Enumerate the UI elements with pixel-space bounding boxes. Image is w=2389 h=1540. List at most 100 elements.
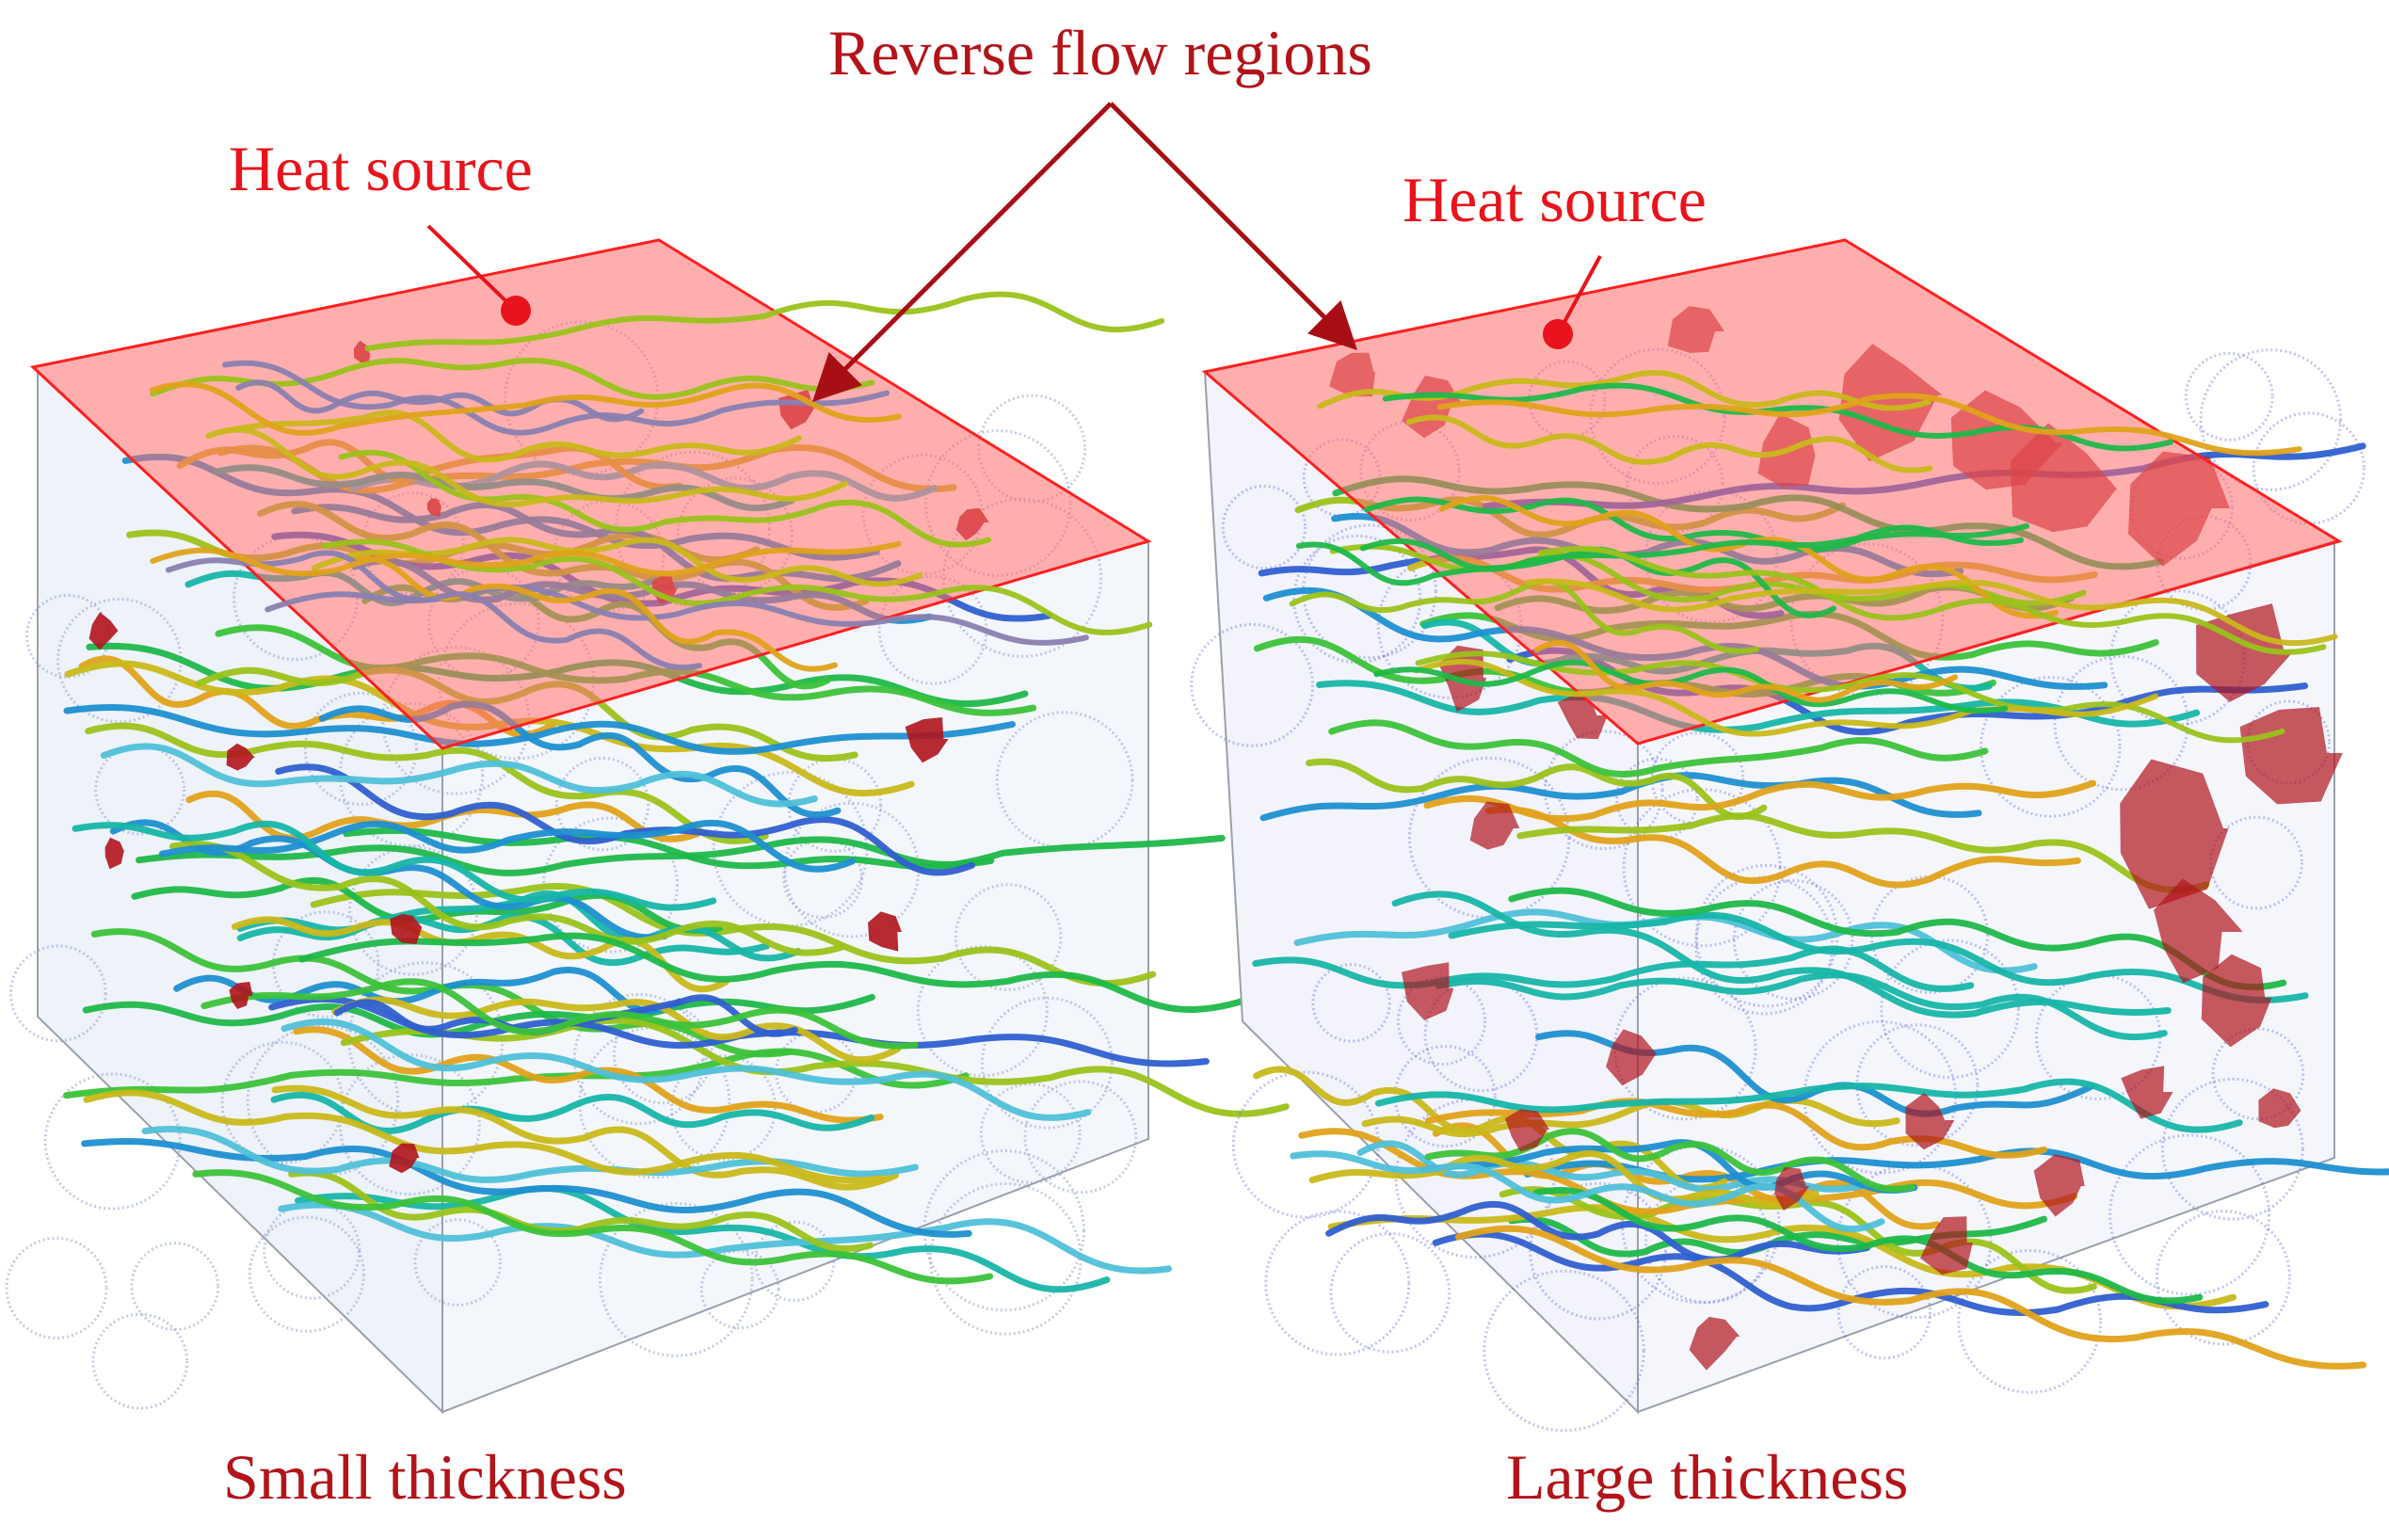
lattice-ring: [979, 1083, 1082, 1184]
streamline: [1405, 414, 1933, 473]
streamline: [192, 1169, 994, 1285]
lattice-ring: [413, 1218, 503, 1307]
heat-source-arrow-left: [426, 224, 531, 326]
streamline: [81, 1138, 972, 1238]
streamline: [1259, 772, 1982, 822]
streamline: [293, 1026, 884, 1124]
lattice-ring: [1644, 1178, 1771, 1305]
right-top-streamlines: [1289, 370, 2338, 744]
streamline: [1423, 779, 2096, 823]
lattice-ring: [2199, 348, 2343, 491]
streamline: [1374, 1078, 2243, 1133]
reverse-flow-region: [1689, 1316, 1740, 1371]
lattice-ring: [1023, 1080, 1138, 1195]
streamline: [82, 993, 875, 1038]
streamline: [205, 426, 849, 507]
reverse-flow-arrow-left: [811, 102, 1113, 403]
streamline: [1361, 1097, 1900, 1138]
left-top-streamlines: [149, 291, 1165, 672]
reverse-flow-region: [229, 982, 253, 1009]
streamline: [63, 704, 1016, 755]
lattice-ring: [246, 1024, 400, 1178]
streamline: [318, 700, 842, 819]
streamline: [1360, 524, 2024, 572]
streamline: [1516, 812, 2210, 893]
streamline: [281, 1018, 1092, 1121]
streamline: [338, 449, 991, 548]
streamline: [298, 932, 1247, 1013]
streamline: [1508, 887, 2287, 991]
lattice-ring: [2184, 351, 2274, 441]
streamline: [85, 722, 769, 844]
streamline: [343, 826, 1226, 871]
lattice-ring: [2155, 1210, 2292, 1346]
streamline: [158, 819, 856, 873]
reverse-flow-region: [1905, 1093, 1955, 1150]
streamline: [340, 1017, 1290, 1117]
lattice-ring: [598, 1201, 754, 1357]
lattice-ring: [2053, 654, 2189, 792]
lattice-ring: [1836, 1163, 1993, 1320]
reverse-flow-region: [2201, 954, 2272, 1048]
reverse-flow-region: [2033, 1154, 2085, 1217]
reverse-flow-region: [2154, 878, 2243, 984]
streamline: [1373, 659, 2009, 714]
streamline: [364, 291, 1165, 352]
streamline: [1253, 1066, 1728, 1192]
reverse-flow-region: [2258, 1088, 2301, 1129]
streamline: [1391, 890, 2172, 1019]
streamline: [1329, 543, 2087, 606]
streamline: [83, 1089, 885, 1184]
reverse-flow-region: [1774, 1166, 1810, 1211]
lattice-ring: [1264, 1210, 1411, 1356]
lattice-ring: [5, 1236, 108, 1339]
reverse-flow-region: [1920, 1216, 1973, 1275]
streamline: [1525, 578, 2338, 647]
lattice-ring: [347, 845, 479, 976]
streamline: [1436, 393, 2302, 457]
streamline: [1532, 1187, 2204, 1305]
lattice-ring: [303, 691, 418, 806]
streamline: [200, 978, 919, 1050]
reverse-flow-region: [905, 717, 949, 763]
lattice-ring: [1529, 1181, 1667, 1321]
large-thickness-caption: Large thickness: [1506, 1441, 1909, 1513]
reverse-flow-region: [1469, 801, 1520, 850]
streamline: [136, 836, 995, 876]
lattice-ring: [91, 1312, 189, 1410]
streamline: [1424, 1128, 1916, 1193]
heat-source-arrow-right: [1543, 255, 1602, 349]
streamline: [331, 996, 902, 1064]
lattice-ring: [954, 883, 1063, 991]
lattice-ring: [1836, 1264, 1932, 1360]
left-cube: [5, 238, 1290, 1415]
reverse-flow-region: [2196, 603, 2296, 702]
reverse-flow-region: [226, 743, 255, 771]
lattice-ring: [941, 497, 1103, 658]
streamline: [72, 820, 717, 911]
lattice-ring: [995, 711, 1134, 849]
lattice-ring: [2211, 1027, 2305, 1121]
lattice-ring: [980, 996, 1114, 1130]
streamline: [1454, 1225, 2367, 1370]
lattice-ring: [2108, 1133, 2270, 1296]
lattice-ring: [578, 1026, 731, 1179]
lattice-ring: [1612, 976, 1757, 1121]
lattice-ring: [263, 1201, 361, 1300]
streamline: [1485, 806, 2081, 889]
streamline: [1363, 496, 2029, 553]
streamline: [131, 876, 723, 934]
lattice-ring: [2161, 1077, 2304, 1221]
streamline: [271, 1084, 900, 1191]
lattice-ring: [1190, 622, 1315, 747]
lattice-ring: [916, 945, 1049, 1078]
reverse-flow-label: Reverse flow regions: [828, 17, 1372, 88]
streamline: [1325, 1200, 1871, 1263]
lattice-ring: [1483, 1269, 1645, 1433]
lattice-ring: [1732, 879, 1854, 1001]
lattice-ring: [699, 1249, 780, 1330]
streamline: [321, 538, 1153, 635]
reverse-flow-arrow-right: [1109, 102, 1358, 351]
streamline: [265, 584, 1089, 646]
